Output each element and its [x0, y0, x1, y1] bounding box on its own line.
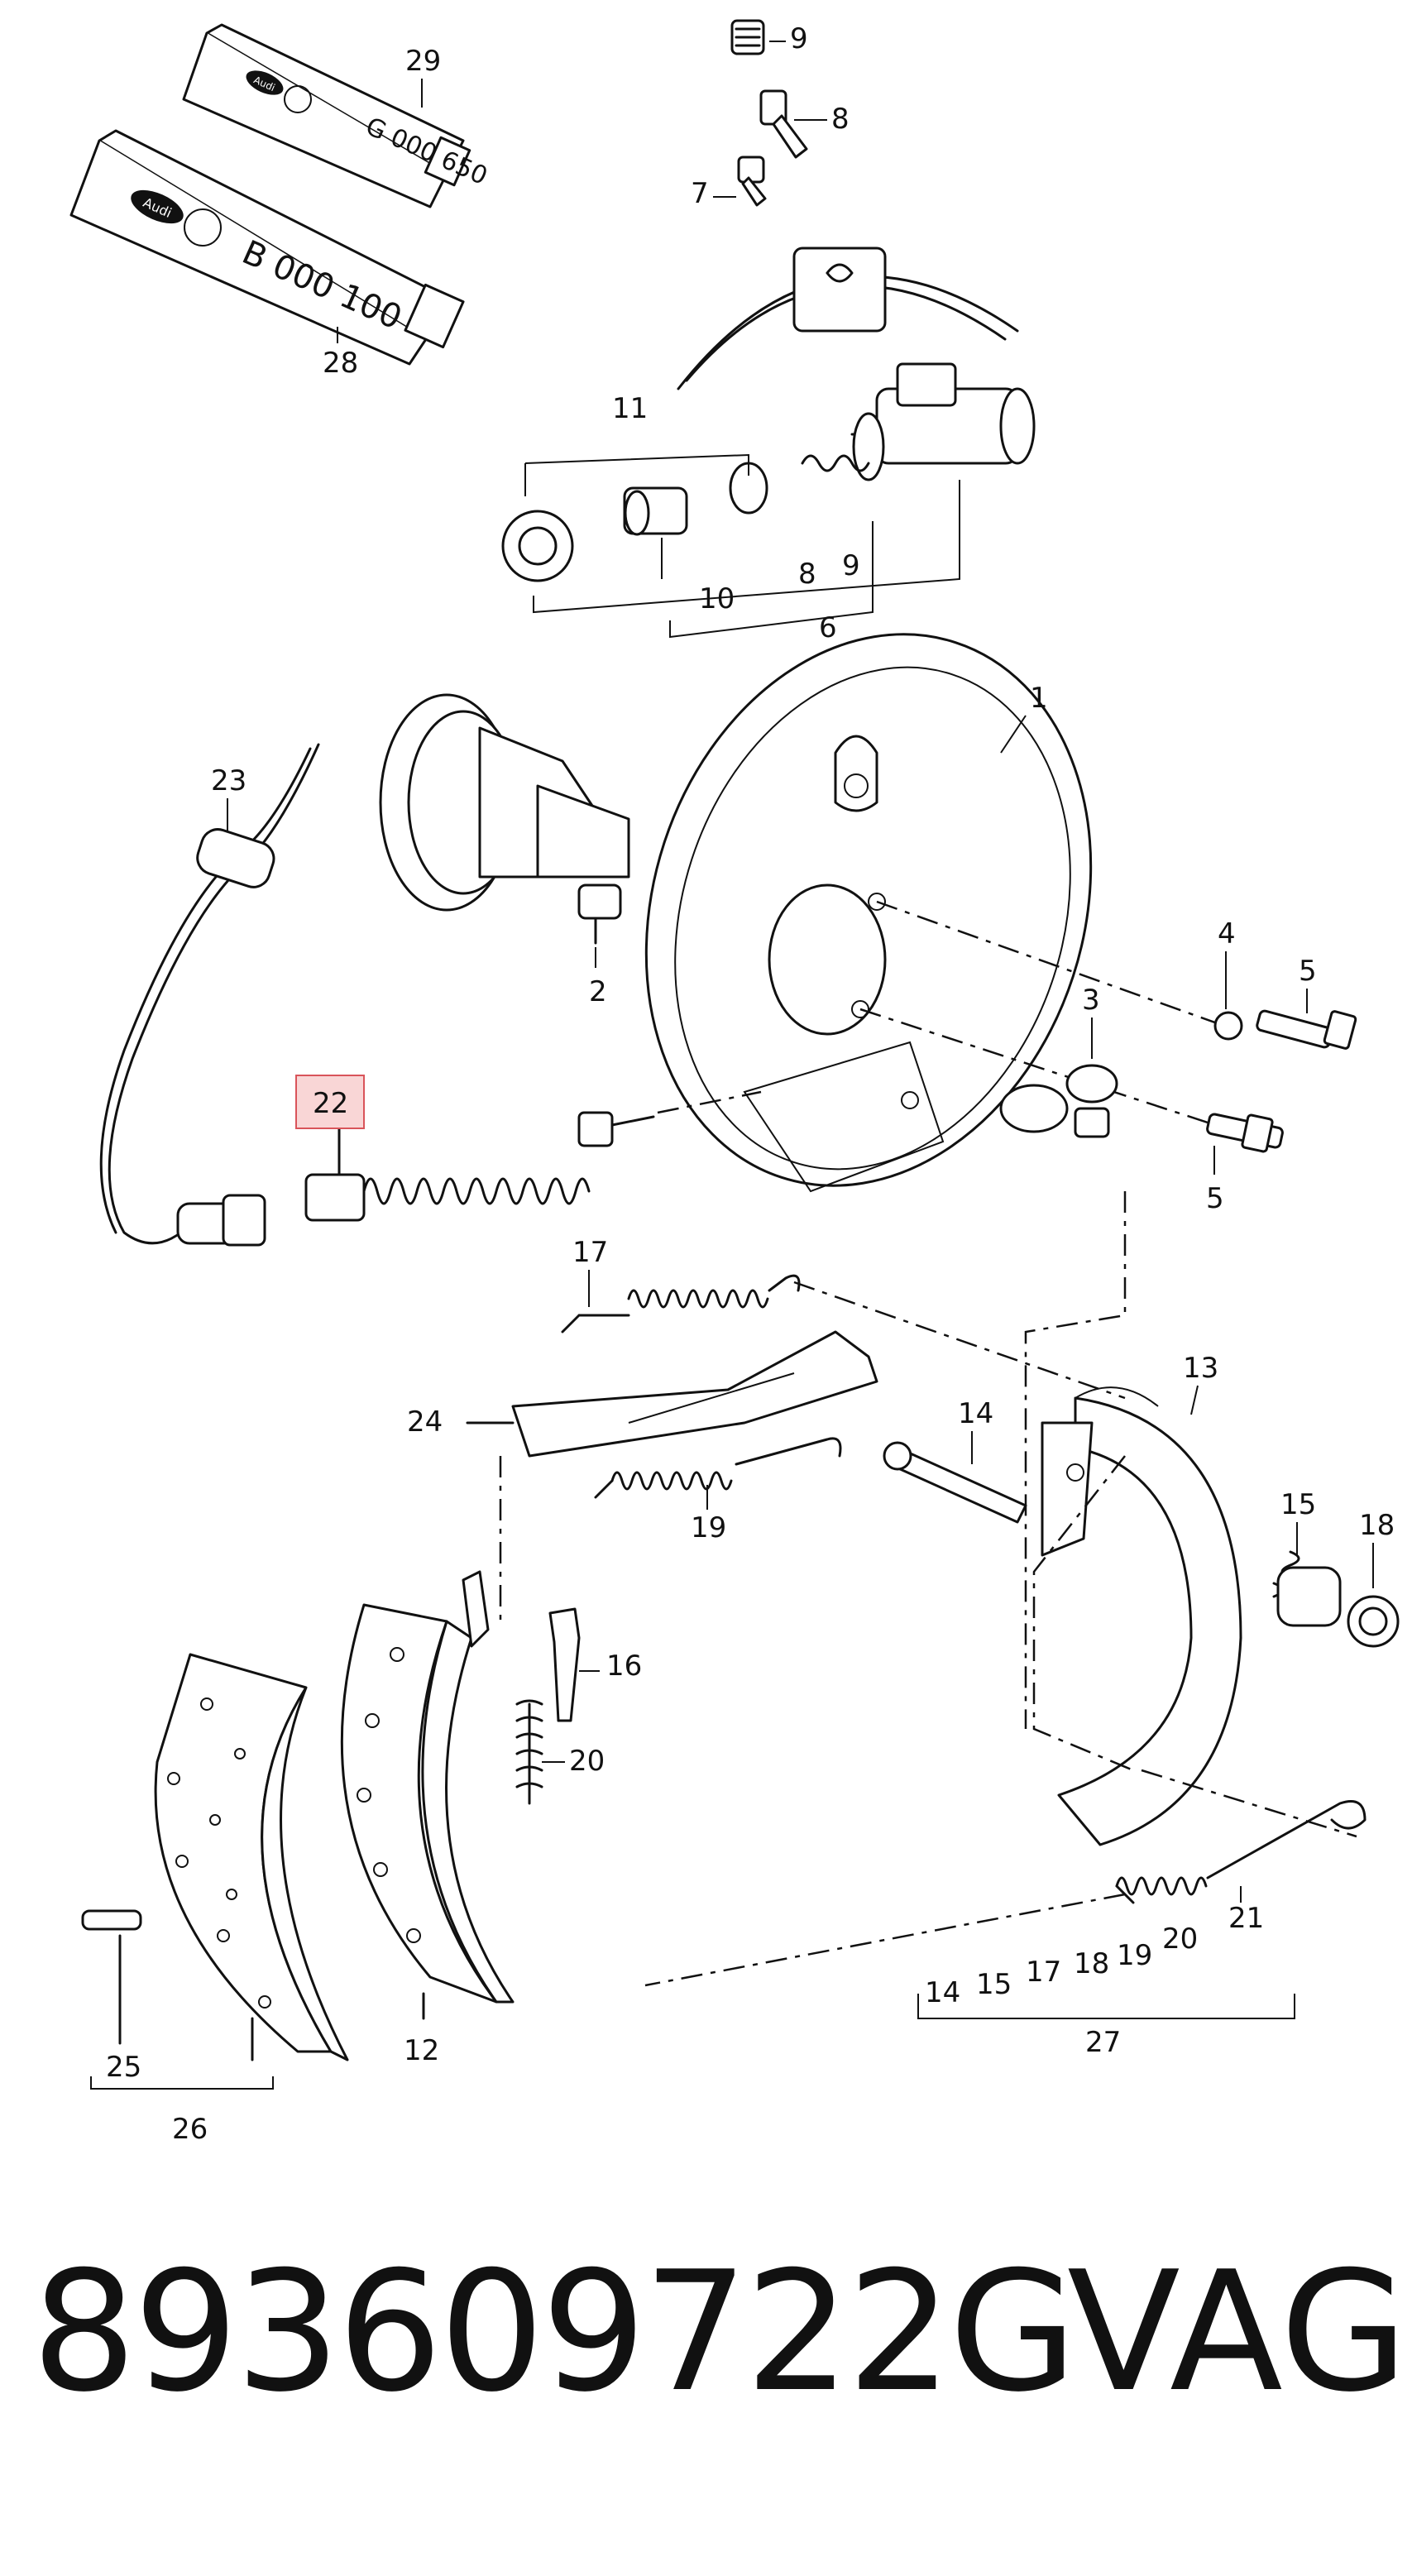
callout-6: 6 — [819, 611, 837, 644]
callout-24: 24 — [407, 1405, 443, 1439]
brand-label: VAG — [1067, 2236, 1409, 2429]
callout-5-top: 5 — [1299, 955, 1317, 988]
callout-26: 26 — [172, 2113, 208, 2146]
callout-14-bottom: 14 — [925, 1976, 960, 2009]
return-springs — [515, 1274, 1126, 1805]
bleeder-fittings — [730, 19, 808, 207]
callout-9-top: 9 — [790, 22, 808, 55]
callout-19-top: 19 — [691, 1511, 726, 1544]
callout-15-top: 15 — [1280, 1488, 1316, 1521]
callout-18-top: 18 — [1359, 1509, 1395, 1542]
callout-14-top: 14 — [958, 1397, 993, 1430]
handbrake-cable — [99, 743, 762, 1247]
callout-9-bottom: 9 — [842, 549, 860, 582]
callout-23: 23 — [211, 764, 247, 797]
exploded-parts-diagram: Audi G 000 650 Audi B 000 100 — [69, 19, 1400, 2146]
callout-8-top: 8 — [831, 103, 850, 136]
callout-4: 4 — [1218, 917, 1236, 950]
grease-tube-large: Audi B 000 100 — [69, 129, 465, 366]
callout-25: 25 — [106, 2051, 141, 2084]
mounting-bolts — [859, 900, 1357, 1153]
callout-2: 2 — [589, 975, 607, 1008]
callout-8-bottom: 8 — [798, 558, 816, 591]
callout-1: 1 — [1030, 682, 1048, 715]
brake-shoe-left — [340, 1570, 515, 2020]
callout-20-bottom: 20 — [1162, 1922, 1198, 1956]
grease-tube-small: Audi G 000 650 — [182, 23, 491, 208]
lower-return-spring — [644, 1769, 1367, 1987]
callout-17-bottom: 17 — [1026, 1956, 1061, 1989]
group-brackets — [90, 1994, 1295, 2090]
part-number: 893609722G — [31, 2236, 1077, 2429]
callout-17-top: 17 — [572, 1236, 608, 1269]
callout-11: 11 — [612, 392, 648, 425]
callout-labels: 29 28 9 8 7 11 10 8 9 6 1 23 2 4 5 3 22 … — [106, 22, 1395, 2146]
hold-down-parts — [548, 1441, 1400, 1722]
callout-19-bottom: 19 — [1117, 1939, 1152, 1972]
callout-22: 22 — [313, 1087, 348, 1120]
callout-28: 28 — [323, 347, 358, 380]
brake-shoe-right — [1024, 1191, 1242, 1846]
callout-29: 29 — [405, 45, 441, 78]
callout-10: 10 — [699, 582, 735, 615]
callout-13: 13 — [1183, 1352, 1218, 1385]
callout-5-bottom: 5 — [1206, 1182, 1224, 1215]
adjuster-lever — [466, 1330, 878, 1621]
backing-plate — [644, 633, 1093, 1193]
callout-12: 12 — [404, 2034, 439, 2067]
callout-15-bottom: 15 — [976, 1968, 1012, 2001]
highlight-box-part-22 — [295, 1075, 365, 1129]
callout-20-top: 20 — [569, 1745, 605, 1778]
callout-leaders — [227, 41, 1374, 1903]
hub-stub-axle — [379, 693, 630, 945]
callout-27: 27 — [1085, 2026, 1121, 2059]
callout-18-bottom: 18 — [1074, 1947, 1109, 1980]
callout-7: 7 — [691, 177, 709, 210]
callout-3: 3 — [1082, 984, 1100, 1017]
callout-21: 21 — [1228, 1902, 1264, 1935]
brake-lining — [81, 1653, 349, 2061]
callout-16: 16 — [606, 1650, 642, 1683]
wheel-cylinder-group — [501, 247, 1036, 639]
